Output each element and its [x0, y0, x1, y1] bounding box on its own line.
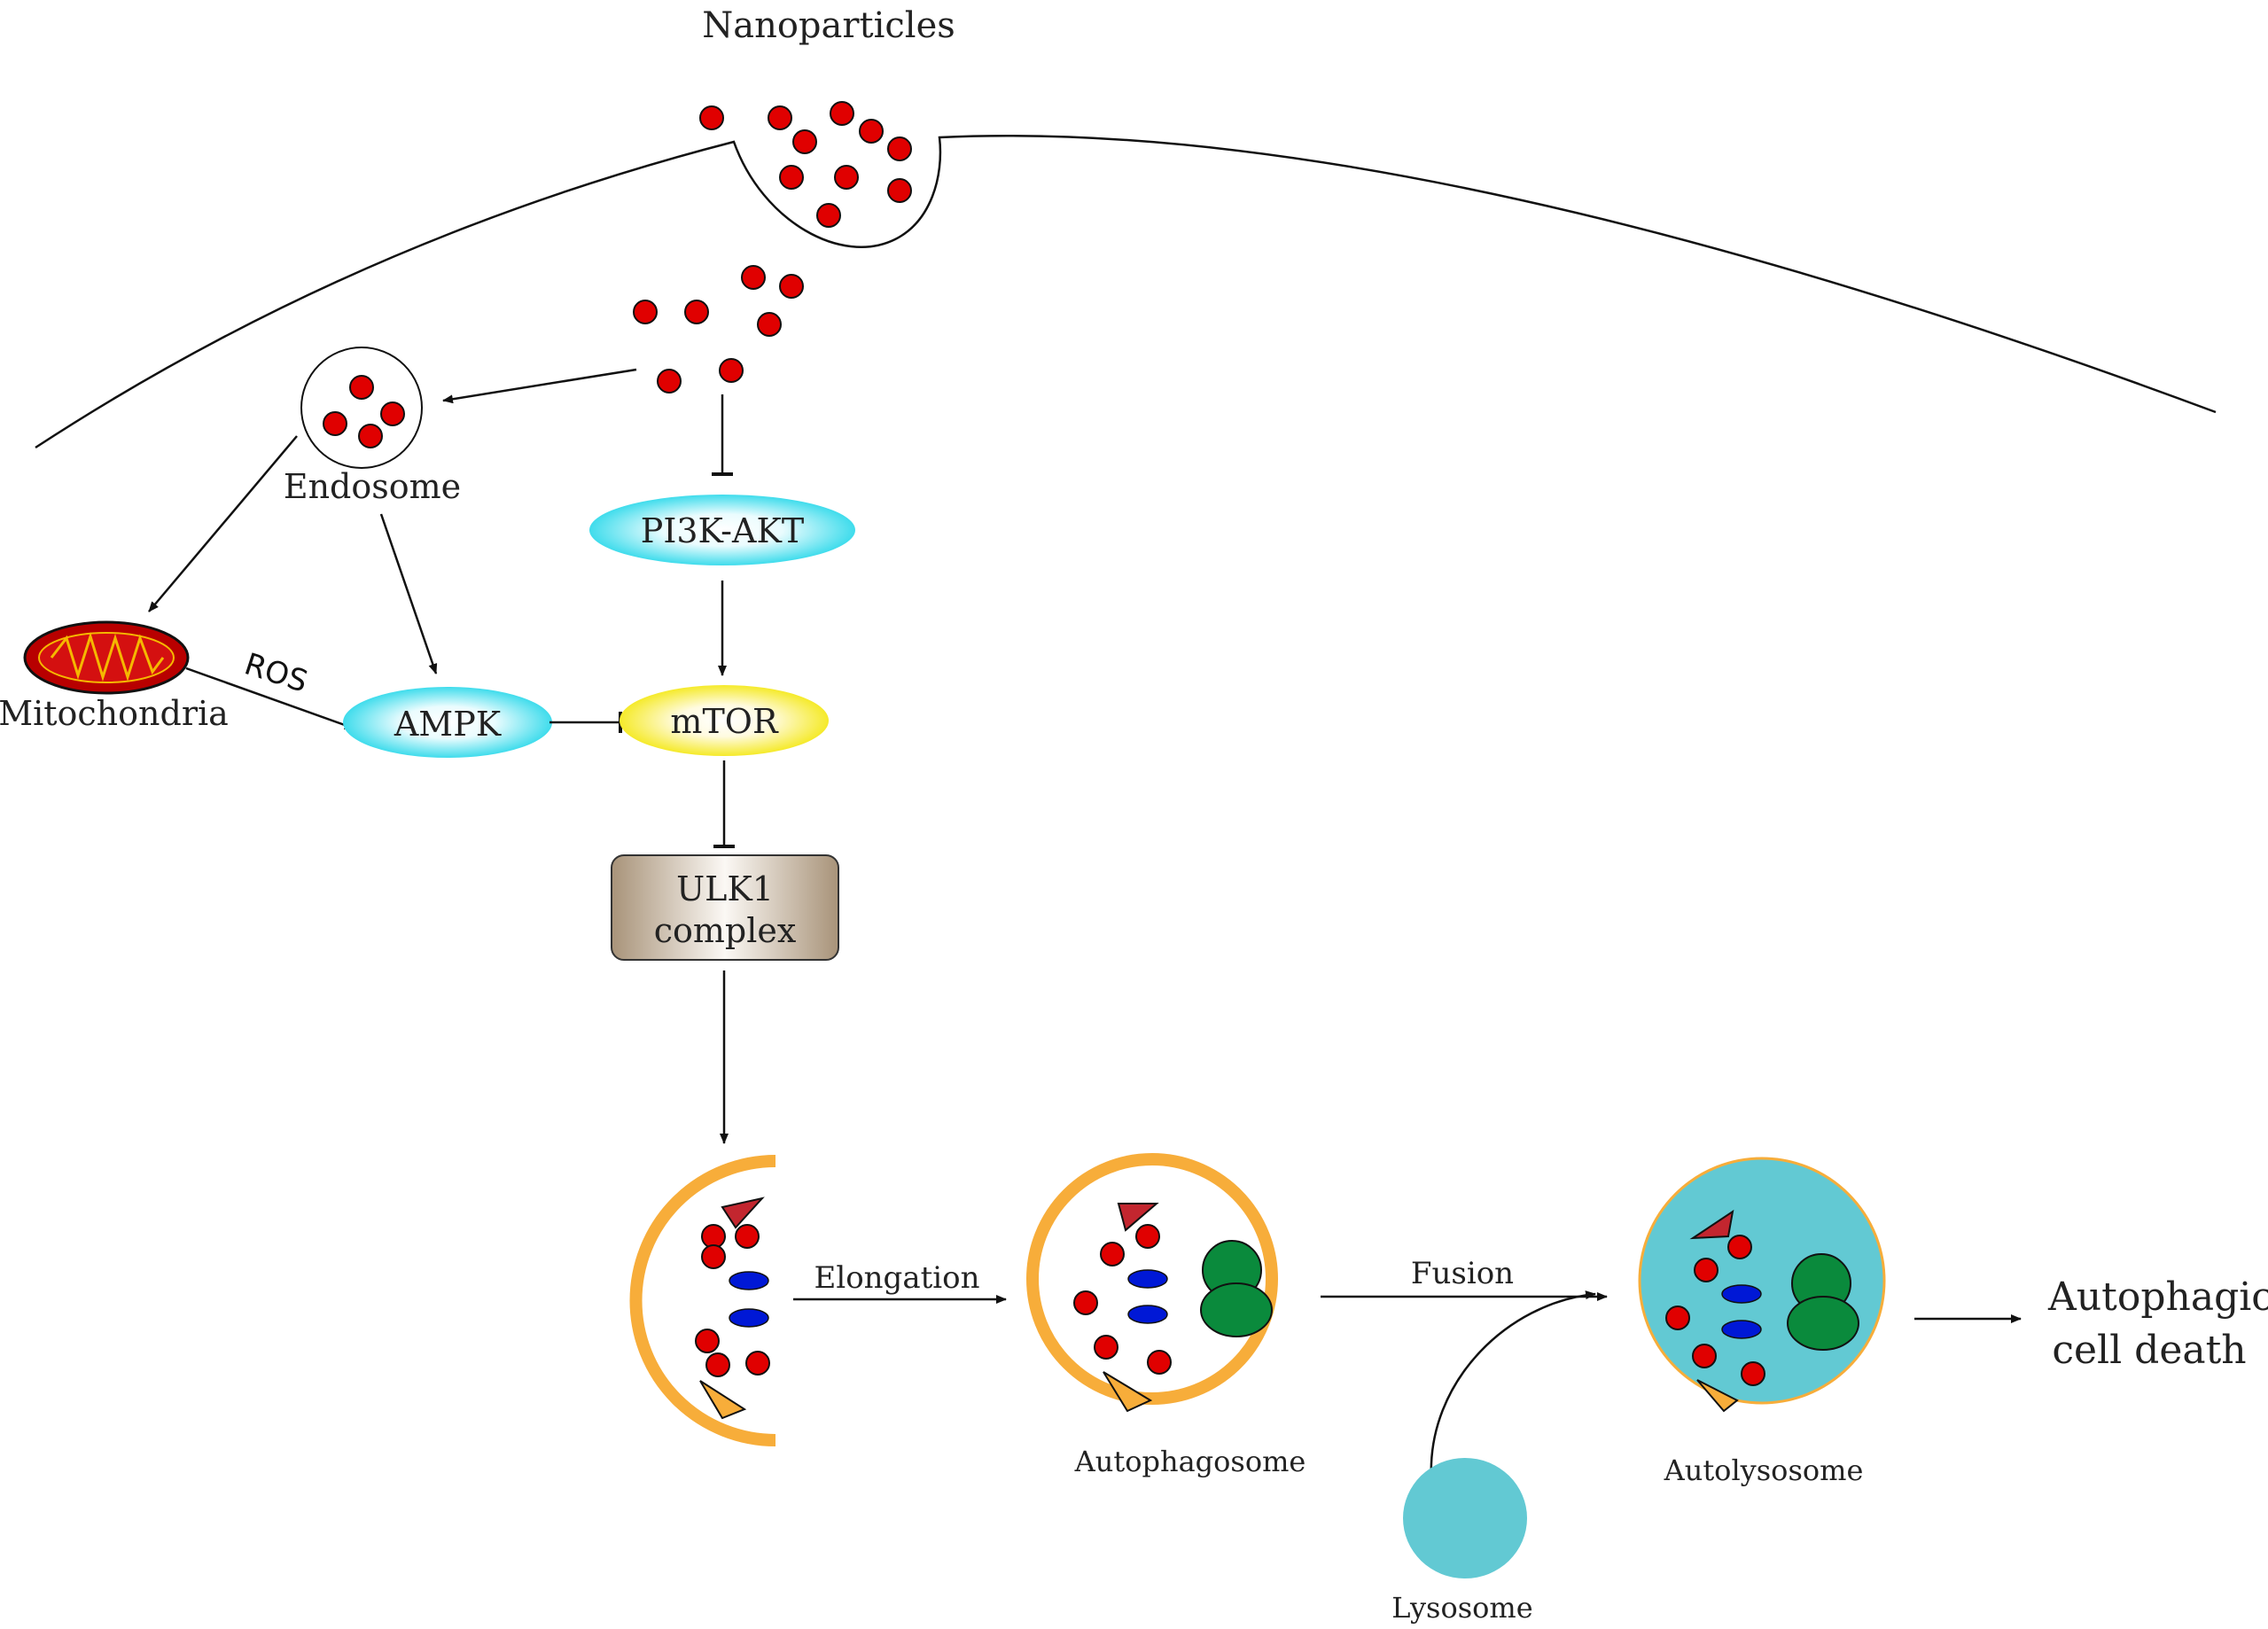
ampk-label: AMPK: [394, 705, 502, 744]
fusion-label: Fusion: [1411, 1256, 1514, 1291]
autophagosome-label: Autophagosome: [1074, 1445, 1306, 1478]
ulk1-label-line2: complex: [654, 911, 797, 950]
phagophore-membrane: [629, 1155, 776, 1446]
arrow-lysosome-to-fusion: [1430, 1290, 1596, 1479]
endosome: [300, 347, 423, 469]
mtor-label: mTOR: [670, 702, 779, 741]
autolysosome-label: Autolysosome: [1664, 1454, 1864, 1487]
lysosome-label: Lysosome: [1391, 1591, 1532, 1625]
nanoparticles-intracellular: [633, 265, 804, 394]
arrow-ros-to-ampk: [185, 666, 355, 730]
outcome-label-line1: Autophagic: [2047, 1274, 2268, 1320]
nanoparticles-label: Nanoparticles: [702, 5, 955, 46]
ampk-node: [343, 687, 552, 758]
endosome-label: Endosome: [284, 467, 461, 506]
pi3k-akt-label: PI3K-AKT: [641, 511, 804, 550]
pi3k-akt-node: [589, 495, 855, 565]
nanoparticles-extracellular: [699, 101, 912, 228]
arrow-endosome-to-ampk: [379, 513, 438, 674]
arrow-to-endosome: [442, 368, 637, 404]
phagophore-cargo: [695, 1196, 770, 1420]
ulk1-complex-node: [611, 854, 839, 961]
mitochondria-icon: [23, 620, 190, 695]
ulk1-label-line1: ULK1: [676, 869, 774, 908]
autolysosome-cargo: [1665, 1209, 1859, 1413]
mtor-node: [620, 685, 829, 756]
autophagosome-cargo: [1073, 1203, 1273, 1413]
elongation-label: Elongation: [814, 1260, 980, 1296]
lysosome: [1403, 1458, 1527, 1578]
endosome-nanoparticles: [323, 375, 405, 448]
mitochondria-label: Mitochondria: [0, 694, 229, 733]
cell-membrane: [35, 135, 2217, 449]
outcome-label-line2: cell death: [2052, 1328, 2246, 1373]
arrow-endosome-to-mitochondria: [148, 435, 298, 612]
